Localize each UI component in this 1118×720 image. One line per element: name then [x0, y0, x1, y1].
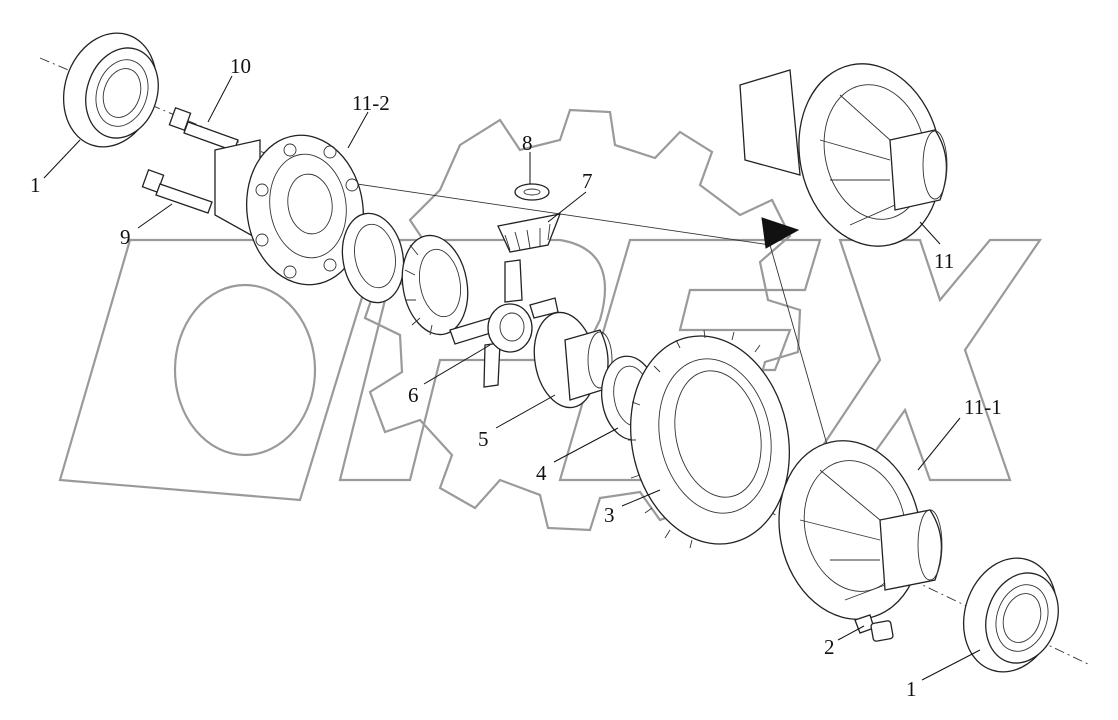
label-4: 4: [536, 461, 547, 485]
bearing-right: [962, 557, 1059, 673]
part-labels: 10 11-2 1 9 8 7 6 5 4 3 11 11-1 2 1: [30, 54, 1002, 701]
label-1-right: 1: [906, 677, 917, 701]
side-gear-left: [401, 234, 469, 336]
leader-lines: [43, 75, 981, 681]
pinion-gear-7: [497, 213, 562, 253]
thrust-washer-8: [514, 183, 550, 201]
housing-half-left: [214, 134, 365, 286]
label-10: 10: [230, 54, 251, 78]
housing-half-right: [778, 440, 943, 620]
bearing-left: [62, 32, 159, 148]
label-7: 7: [582, 169, 593, 193]
ring-gear-3: [628, 329, 791, 549]
orientation-arrow-marker: [761, 217, 800, 249]
bolt-2: [854, 614, 894, 642]
label-11: 11: [934, 249, 954, 273]
label-3: 3: [604, 503, 615, 527]
label-6: 6: [408, 383, 419, 407]
label-11-1: 11-1: [964, 395, 1002, 419]
label-9: 9: [120, 225, 131, 249]
assembled-differential-11: [739, 63, 948, 247]
bolt-10: [168, 106, 239, 152]
side-gear-5: [533, 311, 613, 409]
label-2: 2: [824, 635, 835, 659]
label-8: 8: [522, 131, 533, 155]
bolt-9: [141, 168, 213, 214]
label-1-left: 1: [30, 173, 41, 197]
label-11-2: 11-2: [352, 91, 390, 115]
label-5: 5: [478, 427, 489, 451]
gasket-left: [341, 212, 405, 304]
